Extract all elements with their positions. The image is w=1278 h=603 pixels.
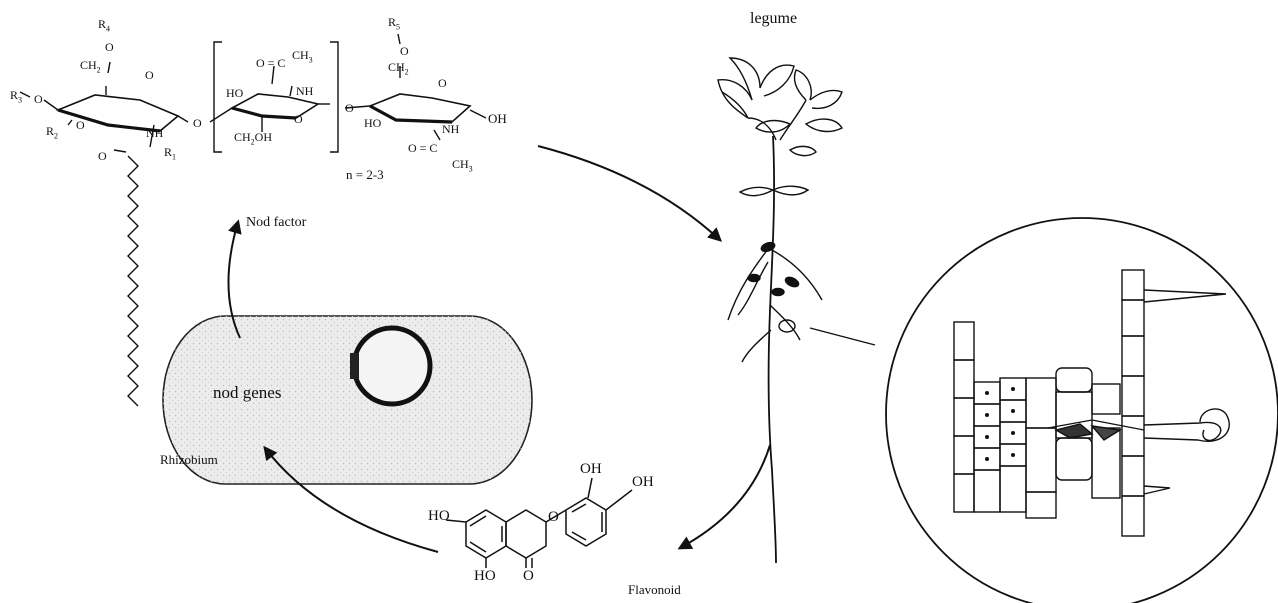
arrow-flavonoid-to-nodgenes [263, 445, 439, 553]
oh-right-label: OH [488, 111, 507, 126]
nod-factor-molecule [19, 33, 487, 407]
legume-plant [717, 57, 876, 564]
cycle-arrows [227, 145, 771, 553]
flavonoid-oh-top-label: OH [580, 461, 602, 477]
oc-right-label: O = C [408, 141, 438, 155]
r3-label: R3 [10, 88, 23, 105]
o-r3-label: O [34, 92, 43, 106]
oc-mid-label: O = C [256, 56, 286, 70]
flavonoid-ho-bottom-label: HO [474, 568, 496, 584]
ho-right-label: HO [364, 116, 382, 130]
glyco-o1-label: O [193, 116, 202, 130]
nod-factor-label: Nod factor [246, 215, 307, 230]
nh-left-label: NH [146, 126, 164, 140]
arrow-legume-to-flavonoid [677, 444, 771, 550]
arrow-nodgenes-to-nodfactor [227, 219, 242, 339]
highlighted-nodule [778, 319, 796, 333]
o-r5-label: O [400, 44, 409, 58]
flavonoid-ring-o-label: O [548, 509, 559, 525]
ch2oh-mid-label: CH2OH [234, 130, 273, 147]
ch2-right-label: CH2 [388, 60, 409, 77]
ch3-mid-label: CH3 [292, 48, 313, 65]
r5-label: R5 [388, 15, 401, 32]
r2-label: R2 [46, 124, 59, 141]
nh-right-label: NH [442, 122, 460, 136]
plasmid [350, 325, 433, 407]
flavonoid-oh-right-label: OH [632, 474, 654, 490]
ho-mid-label: HO [226, 86, 244, 100]
repeat-count-label: n = 2-3 [346, 167, 384, 182]
rhizobium-label: Rhizobium [160, 452, 218, 467]
ch2-left-label: CH2 [80, 58, 101, 75]
flavonoid-keto-o-label: O [523, 568, 534, 584]
o-r2-label: O [76, 118, 85, 132]
ring-o-left-label: O [145, 68, 154, 82]
glyco-o2-label: O [345, 101, 354, 115]
flavonoid-ho-left-label: HO [428, 508, 450, 524]
flavonoid-molecule [445, 477, 633, 568]
carbonyl-o-label: O [98, 149, 107, 163]
nh-mid-label: NH [296, 84, 314, 98]
ch3-right-label: CH3 [452, 157, 473, 174]
nod-gene-region [350, 353, 359, 379]
arrow-nodfactor-to-legume [537, 145, 723, 242]
ring-o-mid-label: O [294, 112, 303, 126]
o-r4-label: O [105, 40, 114, 54]
r1-label: R1 [164, 145, 177, 162]
r4-label: R4 [98, 17, 111, 34]
legume-label: legume [750, 10, 798, 27]
nod-genes-label: nod genes [213, 383, 282, 402]
ring-o-right-label: O [438, 76, 447, 90]
rhizobium-cell [162, 315, 533, 485]
nodule-cross-section [885, 217, 1278, 603]
flavonoid-label: Flavonoid [628, 582, 681, 597]
